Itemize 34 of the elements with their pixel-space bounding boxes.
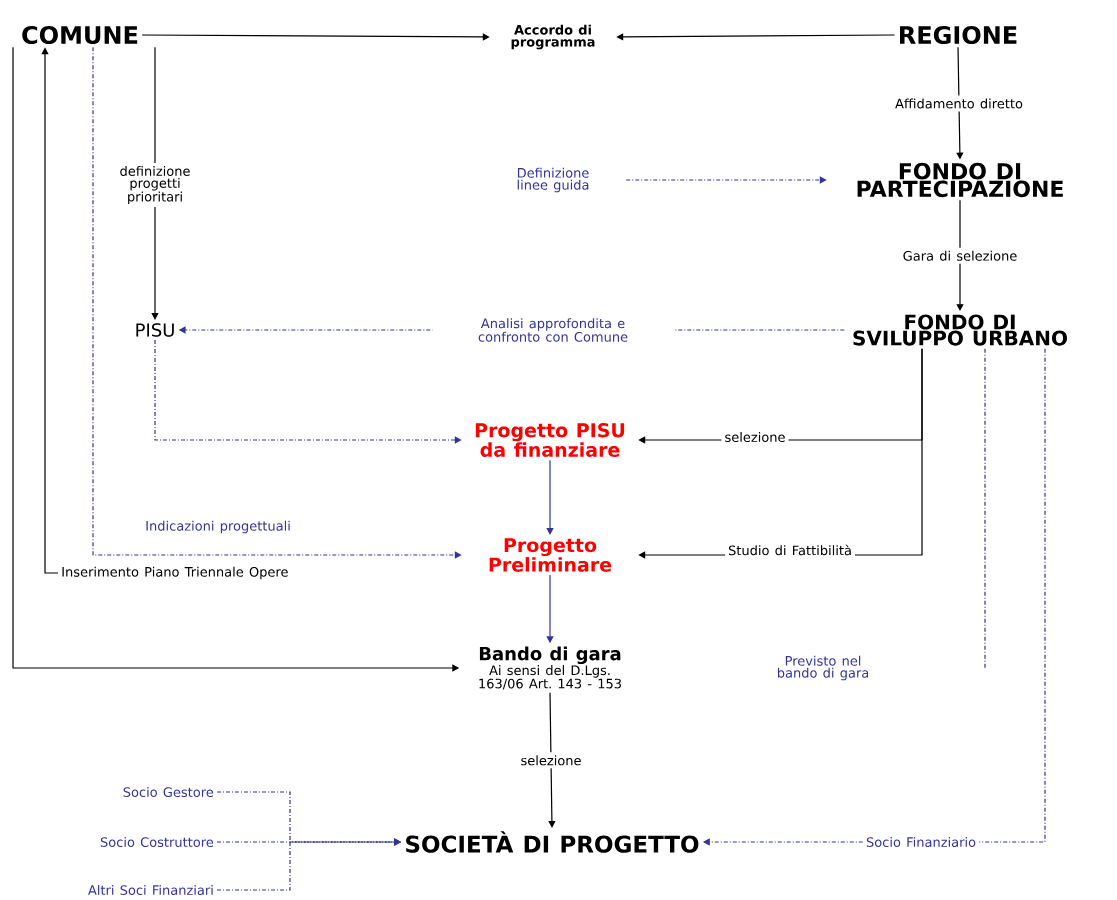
project-label: Progetto PISU da finanziare — [475, 423, 625, 457]
step-label: PISU — [136, 323, 174, 337]
project-label: Progetto Preliminare — [489, 538, 612, 572]
arrow — [616, 33, 896, 41]
edge-label: Analisi approfondita e confronto con Comune — [432, 315, 674, 345]
arrow — [154, 339, 462, 444]
entity-heading: FONDO DI SVILUPPO URBANO — [853, 314, 1067, 346]
edge-label: selezione — [517, 752, 585, 769]
connector-line — [984, 348, 986, 669]
participant-label: Altri Soci Finanziari — [88, 884, 213, 896]
note-text: Previsto nel bando di gara — [777, 655, 869, 681]
edge-label: selezione — [721, 428, 789, 446]
entity-heading: COMUNE — [22, 25, 138, 45]
tender-label: Bando di gara Ai sensi del D.Lgs. 163/06 Art. 143 - 153 — [479, 646, 621, 690]
edge-label: Gara di selezione — [899, 247, 1021, 264]
connector-line — [978, 348, 1046, 843]
arrow — [141, 33, 490, 41]
entity-heading: SOCIETÀ DI PROGETTO — [406, 831, 699, 853]
edge-label: Affidamento diretto — [892, 95, 1026, 112]
edge-label: definizione progetti prioritari — [104, 162, 206, 208]
entity-heading: REGIONE — [900, 25, 1017, 45]
agreement-label: Accordo di programma — [511, 24, 595, 50]
edge-label: Indicazioni progettuali — [142, 517, 294, 537]
participant-label: Socio Costruttore — [100, 836, 214, 848]
participant-label: Socio Finanziario — [866, 836, 976, 848]
arrow — [625, 176, 827, 184]
arrow — [92, 46, 462, 559]
step-label: Inserimento Piano Triennale Opere — [62, 566, 288, 580]
edge-label: Studio di Fattibilità — [725, 541, 855, 559]
step-label: Definizione linee guida — [517, 167, 589, 193]
entity-heading: FONDO DI PARTECIPAZIONE — [857, 162, 1063, 198]
arrow — [548, 692, 556, 828]
arrow — [546, 459, 554, 535]
participant-label: Socio Gestore — [123, 786, 214, 798]
